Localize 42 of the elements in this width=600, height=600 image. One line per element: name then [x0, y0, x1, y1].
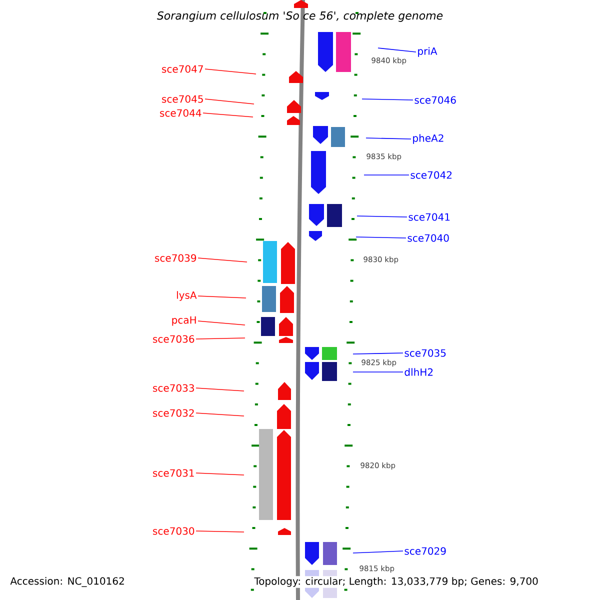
leader-line [356, 216, 408, 218]
leader-line [204, 98, 254, 104]
gene-label: sce7041 [408, 213, 450, 221]
gene-label: sce7035 [404, 349, 446, 357]
gene-label: sce7032 [153, 409, 194, 417]
gene-label: sce7029 [404, 547, 446, 555]
leader-line [352, 550, 404, 554]
leader-line [204, 68, 256, 74]
leader-line [366, 138, 412, 140]
leader-line [362, 98, 414, 100]
footer-text: Topology: circular; Length: 13,033,779 bp; Genes: 9,700 [253, 576, 540, 588]
gene-label: sce7045 [162, 95, 203, 103]
gene-label: sce7044 [160, 109, 202, 117]
gene-label: sce7036 [153, 335, 194, 343]
leader-line [196, 472, 244, 476]
footer-text: Accession: NC_010162 [9, 576, 126, 588]
leader-line [196, 388, 244, 392]
leader-line [196, 338, 246, 340]
leader-line [198, 296, 246, 298]
leader-line [364, 174, 410, 176]
leader-line [378, 48, 416, 52]
gene-label: priA [418, 47, 438, 57]
gene-label: pcaH [172, 316, 196, 326]
leader-line [198, 258, 248, 262]
gene-label: sce7031 [153, 469, 194, 477]
gene-label: sce7040 [408, 234, 449, 242]
gene-label: sce7046 [414, 96, 456, 104]
leader-line [198, 320, 246, 326]
gene-label: sce7039 [155, 254, 196, 262]
leader-line [196, 530, 244, 532]
gene-label: sce7047 [162, 65, 203, 73]
leader-line [202, 112, 254, 118]
gene-label: pheA2 [413, 134, 444, 144]
gene-label: sce7030 [153, 527, 194, 535]
gene-label: dlhH2 [404, 368, 433, 376]
leader-line [352, 352, 404, 354]
gene-label: sce7033 [153, 384, 194, 392]
gene-label: lysA [177, 291, 197, 301]
leader-line [356, 236, 406, 238]
gene-label: sce7042 [410, 171, 452, 179]
chart-title: Sorangium cellulosum 'So ce 56', complete genome [157, 11, 443, 22]
leader-line [196, 412, 244, 416]
